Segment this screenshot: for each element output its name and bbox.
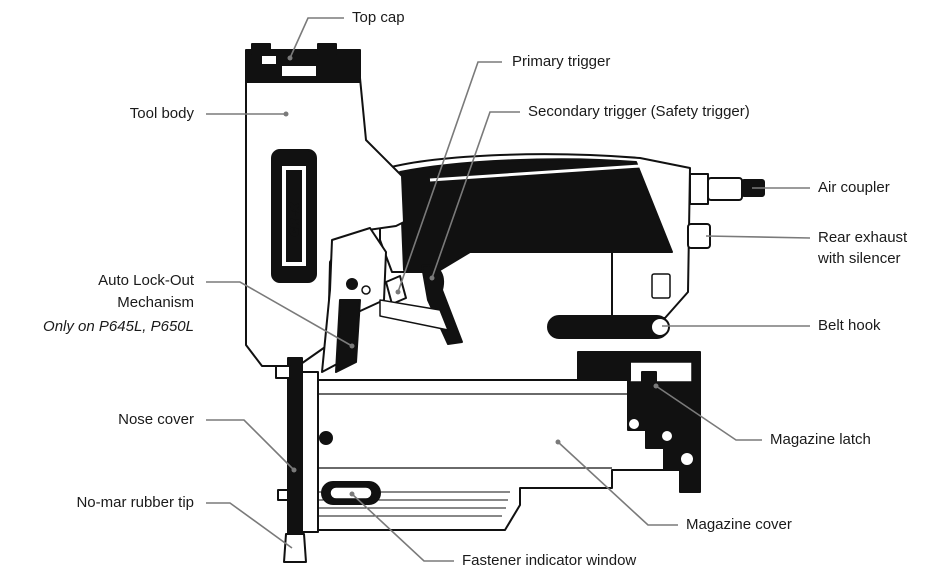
leader-secondary-trigger (431, 111, 520, 279)
label-rear-exhaust-line2: with silencer (818, 250, 901, 267)
tool-body (245, 77, 405, 367)
label-auto-lockout-line2: Mechanism (117, 294, 194, 311)
leader-magazine-latch (655, 385, 762, 441)
leader-no-mar-tip (206, 502, 293, 549)
label-no-mar-tip: No-mar rubber tip (76, 494, 194, 511)
label-tool-body: Tool body (129, 105, 194, 122)
leader-magazine-cover (557, 441, 678, 526)
primary-trigger-shape (385, 275, 407, 305)
label-air-coupler: Air coupler (818, 179, 890, 196)
label-magazine-cover: Magazine cover (686, 516, 792, 533)
leader-nose-cover (206, 419, 295, 471)
label-nose-cover: Nose cover (118, 411, 194, 428)
label-top-cap: Top cap (352, 9, 405, 26)
leader-primary-trigger (397, 61, 502, 293)
label-fastener-window: Fastener indicator window (462, 552, 637, 569)
leader-rear-exhaust (705, 235, 811, 239)
no-mar-tip-shape (283, 533, 307, 563)
label-belt-hook: Belt hook (818, 317, 881, 334)
leader-fastener-window (351, 493, 454, 562)
air-coupler (689, 173, 709, 205)
brand-text: CREX (289, 203, 301, 236)
label-primary-trigger: Primary trigger (512, 53, 611, 70)
label-secondary-trigger: Secondary trigger (Safety trigger) (528, 103, 750, 120)
leader-top-cap (289, 17, 344, 59)
leader-auto-lockout (206, 281, 353, 347)
secondary-trigger-shape (421, 264, 463, 345)
label-magazine-latch: Magazine latch (770, 431, 871, 448)
label-rear-exhaust-line1: Rear exhaust (818, 229, 908, 246)
nose (287, 357, 303, 535)
label-auto-lockout-note: Only on P645L, P650L (43, 318, 194, 335)
label-auto-lockout-line1: Auto Lock-Out (98, 272, 194, 289)
